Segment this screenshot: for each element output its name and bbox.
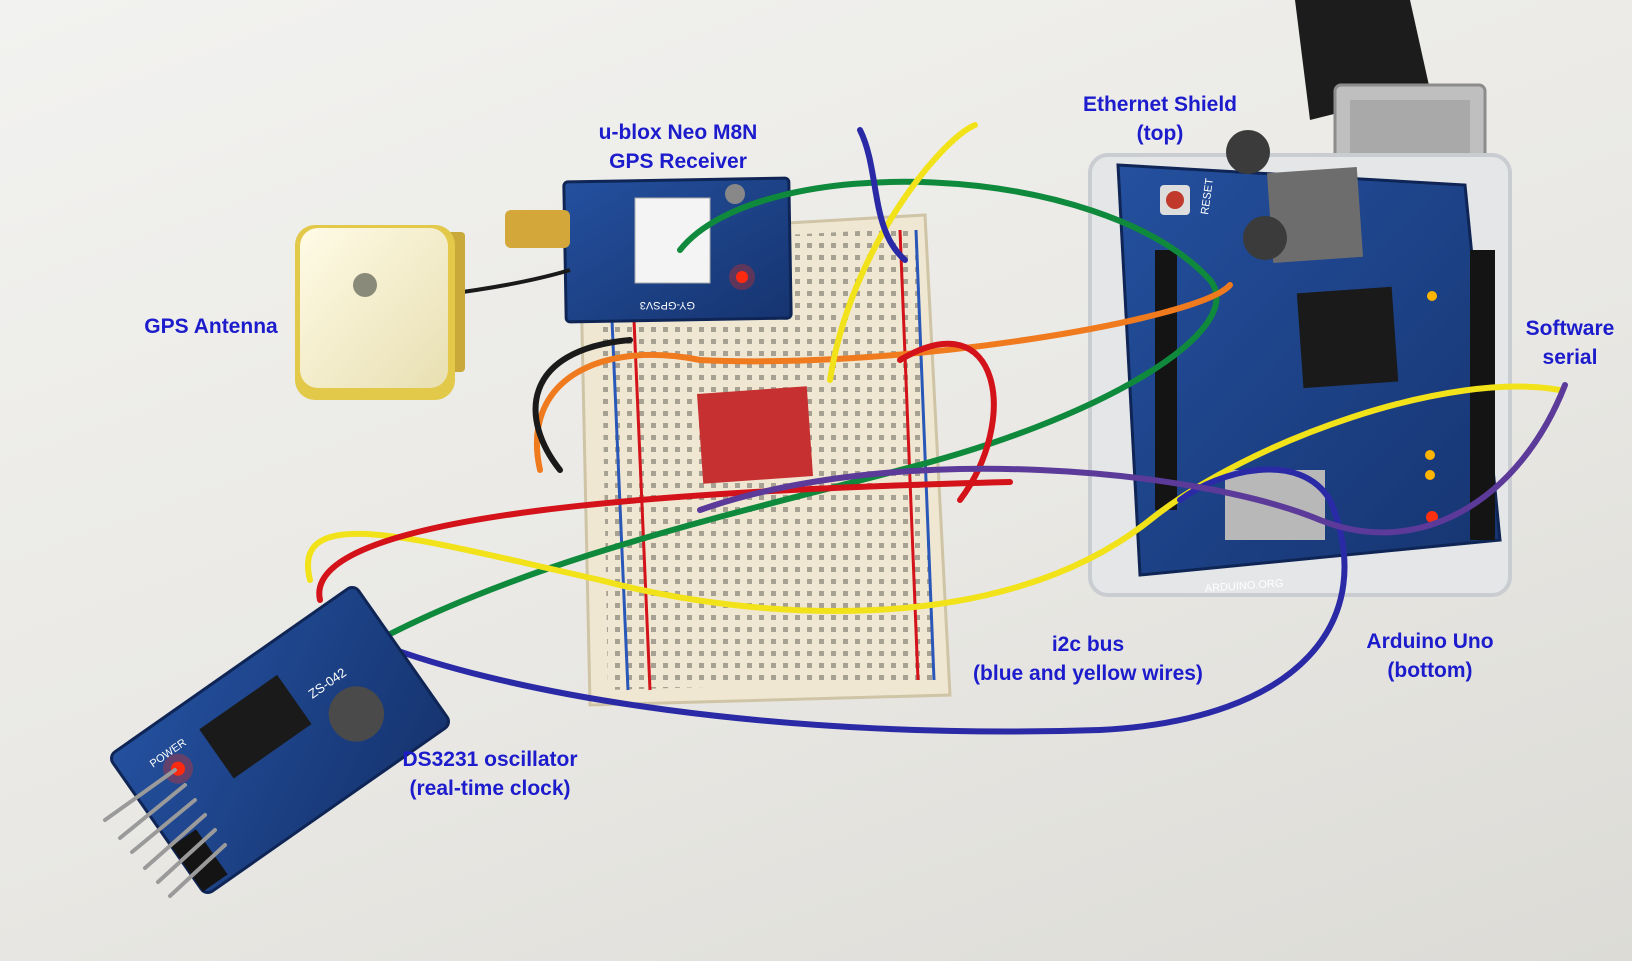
wire-blue-2 xyxy=(857,127,908,263)
label-software-serial: Software serial xyxy=(1510,314,1630,372)
label-arduino-uno: Arduino Uno (bottom) xyxy=(1345,627,1515,685)
ethernet-shield-board: RESET ARDUINO.ORG xyxy=(1116,130,1502,595)
breadboard xyxy=(578,213,952,707)
label-software-serial-line2: serial xyxy=(1542,346,1598,369)
label-gps-antenna: GPS Antenna xyxy=(126,312,296,341)
label-gps-receiver-line1: u-blox Neo M8N xyxy=(598,121,758,144)
label-software-serial-line1: Software xyxy=(1525,317,1615,340)
label-gps-antenna-line1: GPS Antenna xyxy=(144,315,278,338)
label-arduino-uno-line1: Arduino Uno xyxy=(1366,630,1494,653)
reset-text: RESET xyxy=(1199,177,1216,215)
label-ds3231: DS3231 oscillator (real-time clock) xyxy=(385,745,595,803)
label-gps-receiver: u-blox Neo M8N GPS Receiver xyxy=(568,118,788,176)
label-i2c-bus-line2: (blue and yellow wires) xyxy=(973,662,1203,685)
wire-black xyxy=(532,337,633,473)
label-ds3231-line1: DS3231 oscillator xyxy=(402,748,578,771)
label-gps-receiver-line2: GPS Receiver xyxy=(609,150,747,173)
wires xyxy=(305,122,1568,735)
ds3231-module: POWER ZS-042 xyxy=(103,585,450,898)
gps-receiver-module: GY-GPSV3 xyxy=(505,176,793,324)
wire-orange xyxy=(533,282,1233,473)
wire-red xyxy=(316,479,1013,603)
label-ethernet-shield-line2: (top) xyxy=(1136,122,1184,145)
label-arduino-uno-line2: (bottom) xyxy=(1387,659,1473,682)
label-ds3231-line2: (real-time clock) xyxy=(409,777,571,800)
gps-antenna xyxy=(295,225,571,400)
gps-module-text: GY-GPSV3 xyxy=(640,299,695,311)
wire-green xyxy=(357,178,1220,653)
label-ethernet-shield-line1: Ethernet Shield xyxy=(1082,93,1238,116)
wire-yellow-2 xyxy=(827,122,978,383)
wire-purple xyxy=(697,382,1568,536)
arduino-site-text: ARDUINO.ORG xyxy=(1204,578,1283,595)
wire-blue xyxy=(342,466,1348,735)
label-ethernet-shield: Ethernet Shield (top) xyxy=(1060,90,1260,148)
label-i2c-bus: i2c bus (blue and yellow wires) xyxy=(948,630,1228,688)
label-i2c-bus-line1: i2c bus xyxy=(1051,633,1125,656)
